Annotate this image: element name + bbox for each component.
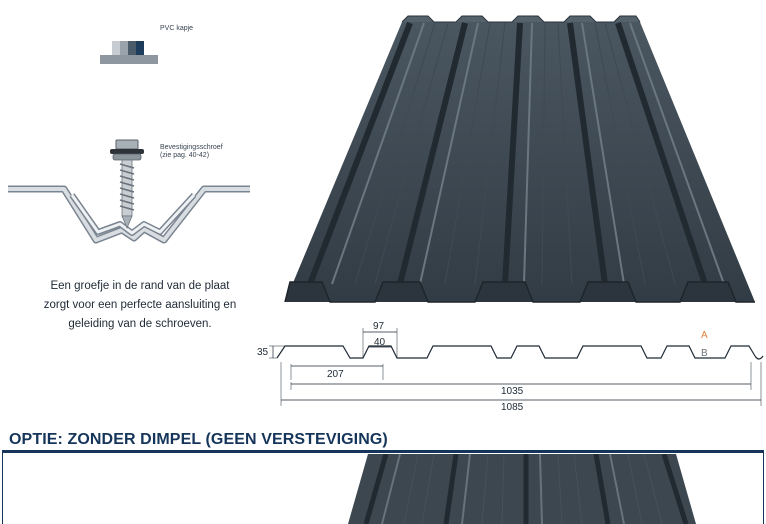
section-divider — [2, 450, 764, 453]
screw-title: Bevestigingsschroef — [160, 144, 223, 151]
side-b-label: B — [701, 348, 708, 359]
section-frame-left — [2, 453, 3, 524]
pvc-cap-icon — [100, 41, 158, 64]
groove-description: Een groefje in de rand van de plaat zorg… — [20, 277, 260, 334]
screw-reference: (zie pag. 40-42) — [160, 152, 210, 159]
description-line-2: zorgt voor een perfecte aansluiting en — [43, 299, 237, 311]
screw-label: Bevestigingsschroef (zie pag. 40-42) — [160, 144, 223, 160]
description-line-1: Een groefje in de rand van de plaat — [50, 280, 230, 292]
pvc-cap-label: PVC kapje — [160, 25, 194, 32]
profile-dimension-drawing: 35 97 40 207 1035 1085 A B — [257, 321, 764, 413]
roof-sheet-image — [284, 15, 755, 303]
screw-icon — [110, 139, 144, 230]
dim-bottom-width: 40 — [374, 337, 386, 348]
dim-cover-width: 1035 — [501, 386, 524, 397]
dim-total-width: 1085 — [501, 402, 524, 413]
profile-line — [276, 345, 756, 359]
side-a-label: A — [701, 330, 708, 341]
section-title: OPTIE: ZONDER DIMPEL (GEEN VERSTEVIGING) — [9, 431, 388, 448]
option-sheet-image — [348, 454, 696, 524]
dim-pitch: 207 — [327, 369, 344, 380]
dim-top-width: 97 — [373, 321, 385, 332]
description-line-3: geleiding van de schroeven. — [68, 318, 212, 330]
dim-height: 35 — [257, 347, 269, 358]
groove-detail-illustration — [8, 139, 250, 244]
section-frame-right — [763, 453, 764, 524]
